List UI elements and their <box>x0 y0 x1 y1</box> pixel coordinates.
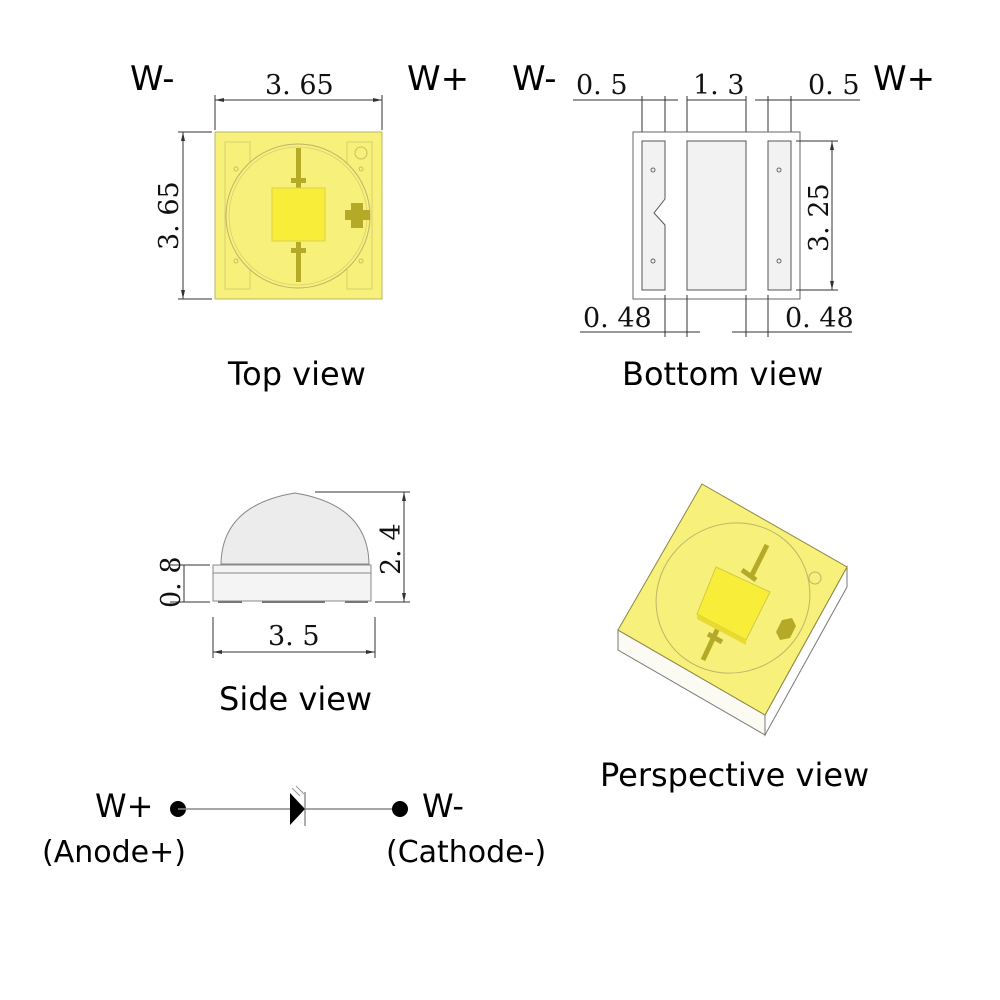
bottom-view-label-w-minus: W- <box>512 59 557 99</box>
bottom-gap-left-dim: 0. 48 <box>583 303 652 334</box>
led-diode-icon <box>290 785 306 826</box>
bottom-view-label-w-plus: W+ <box>873 59 935 99</box>
bottom-pad-anode <box>767 140 792 291</box>
perspective-view: Perspective view <box>600 483 869 794</box>
side-view: 0. 8 2. 4 3. 5 Side view <box>156 491 410 718</box>
side-width-dim: 3. 5 <box>268 621 320 652</box>
top-height-dim: 3. 65 <box>154 181 185 250</box>
side-base <box>212 564 372 602</box>
anode-sub-label: (Anode+) <box>42 835 186 870</box>
side-total-height-dim: 2. 4 <box>376 523 407 575</box>
perspective-lens-circle <box>655 522 811 674</box>
top-view-label-w-plus: W+ <box>407 59 469 99</box>
bottom-view-caption: Bottom view <box>622 355 823 393</box>
bottom-height-dim: 3. 25 <box>804 183 835 252</box>
anode-label: W+ <box>95 787 153 825</box>
side-dome-lens <box>220 492 370 565</box>
schematic: W+ (Anode+) W- (Cathode-) <box>42 785 546 870</box>
bottom-pad-left-dim: 0. 5 <box>576 70 628 101</box>
top-view-label-w-minus: W- <box>130 59 175 99</box>
bottom-thermal-pad <box>686 140 747 291</box>
perspective-view-caption: Perspective view <box>600 756 869 794</box>
cathode-sub-label: (Cathode-) <box>386 835 546 870</box>
bottom-pad-right-dim: 0. 5 <box>808 70 860 101</box>
bottom-gap-right-dim: 0. 48 <box>785 303 854 334</box>
top-led-die <box>271 187 326 242</box>
side-base-height-dim: 0. 8 <box>156 556 187 608</box>
bottom-pad-cathode <box>641 140 666 291</box>
cathode-label: W- <box>422 787 464 825</box>
top-width-dim: 3. 65 <box>265 70 334 101</box>
cathode-terminal-dot <box>392 801 408 817</box>
polarity-mark-icon <box>354 146 368 160</box>
bottom-center-pad-dim: 1. 3 <box>693 70 745 101</box>
top-view-caption: Top view <box>227 355 366 393</box>
bottom-view: W- W+ 0. 5 1. 3 0. 5 3. 25 <box>512 59 935 393</box>
side-view-caption: Side view <box>219 680 372 718</box>
top-view: W- W+ 3. 65 3. 65 To <box>130 59 469 393</box>
